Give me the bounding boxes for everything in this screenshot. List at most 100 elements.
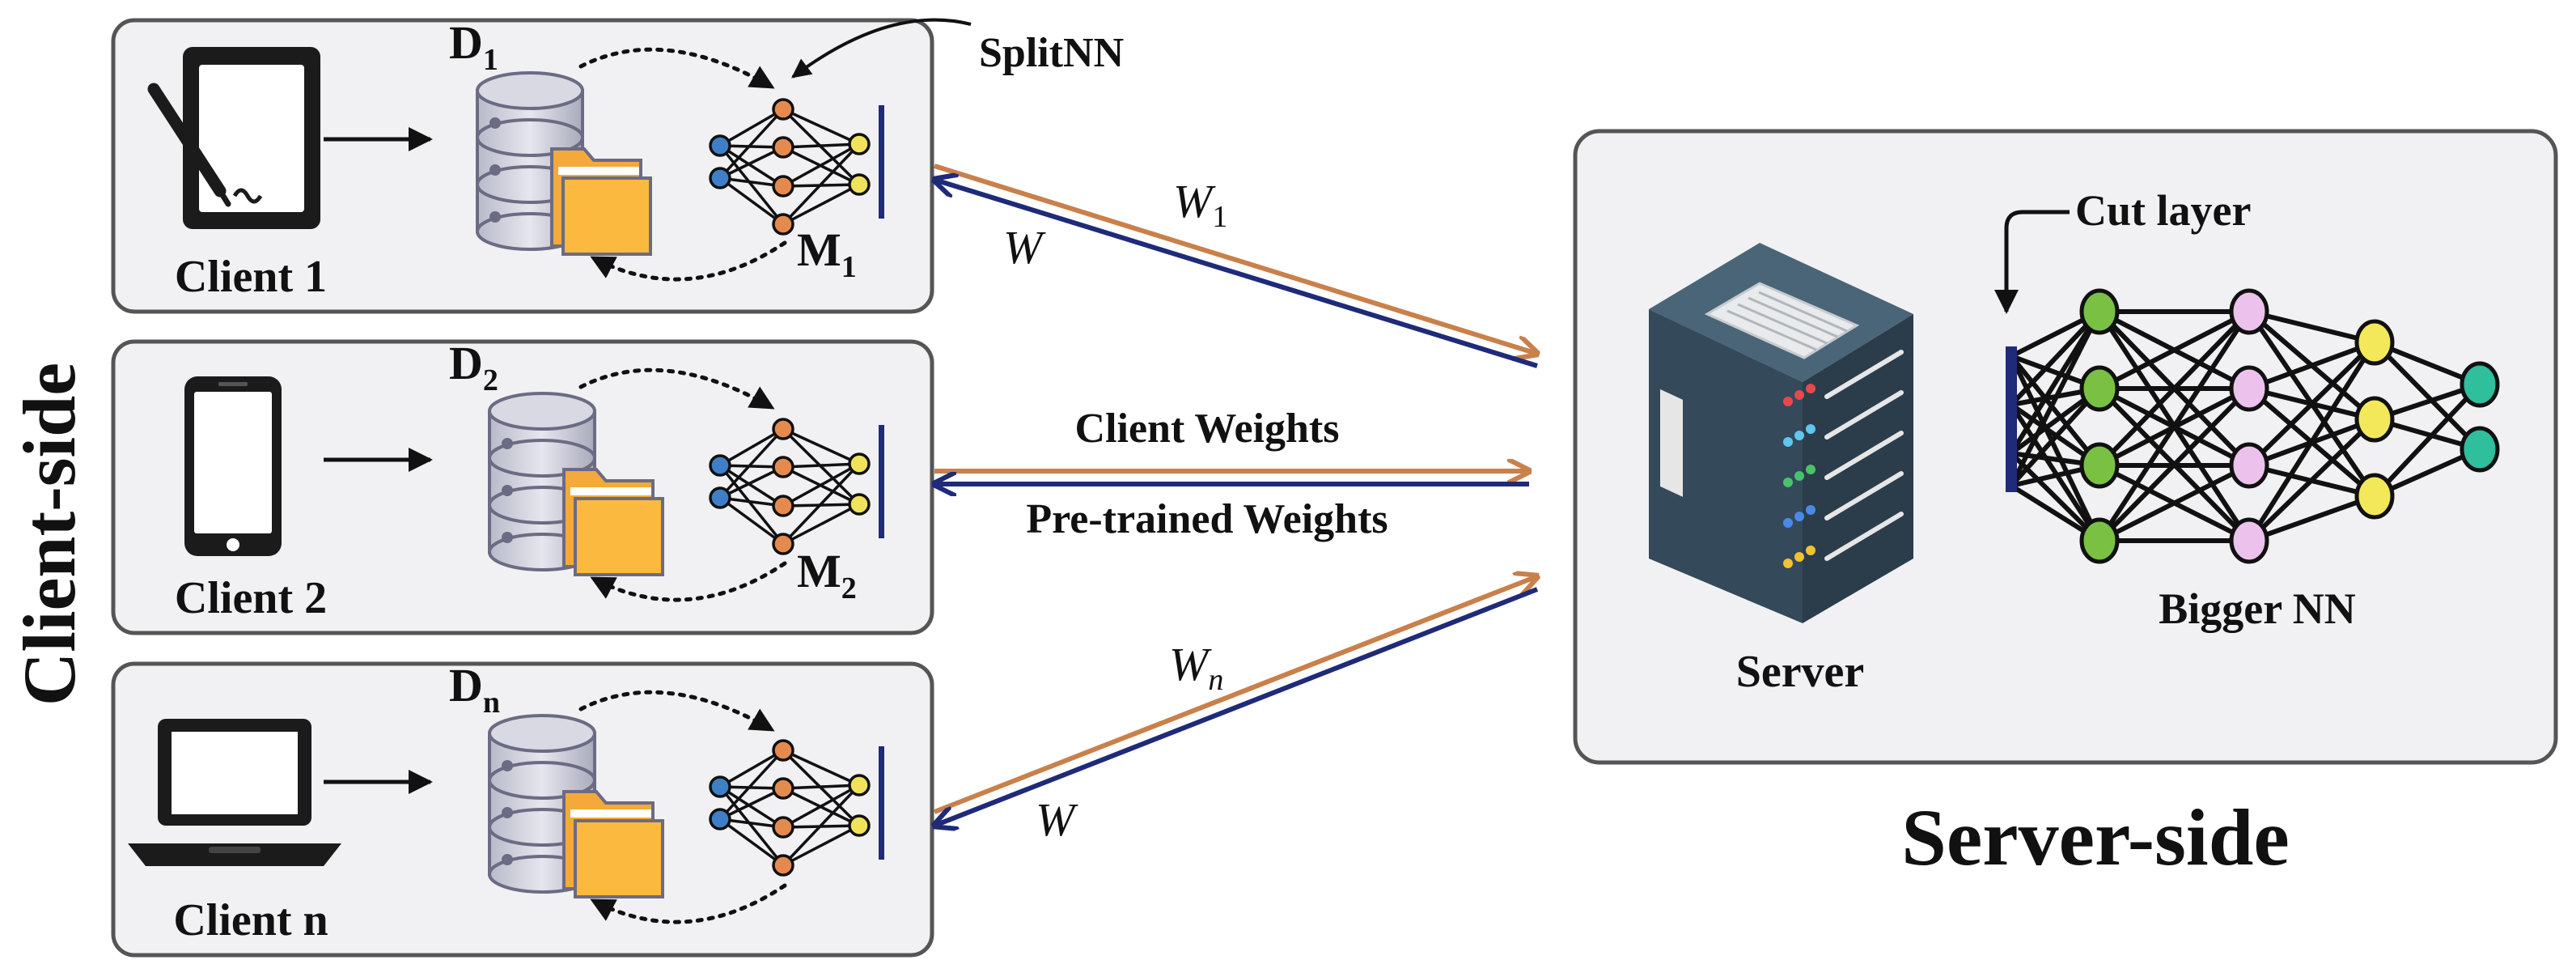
client-1-training-loop-arrow [578, 47, 775, 90]
nn-edge [719, 108, 784, 147]
server-led [1783, 437, 1793, 447]
folder-paper [558, 167, 639, 175]
server-name-label: Server [1736, 647, 1865, 697]
nn-edge [2247, 340, 2377, 468]
database-indicator [502, 532, 513, 543]
nn-edge [2098, 309, 2251, 391]
server-led [1806, 546, 1815, 555]
nn-edge [782, 784, 860, 829]
client-1-download-weight-label: W [1003, 221, 1046, 274]
folder-front [574, 819, 664, 898]
nn-edge [2009, 310, 2102, 487]
nn-node [2459, 426, 2500, 473]
client-n-training-loop-arrow [578, 690, 775, 733]
client-2-dataset-label: D2 [449, 337, 498, 397]
nn-node [709, 775, 731, 798]
server-led [1806, 465, 1815, 474]
nn-edge [2097, 386, 2252, 543]
server-led [1783, 478, 1793, 487]
nn-node [2459, 361, 2500, 408]
nn-cut-layer [879, 105, 884, 219]
database-layer-base [476, 118, 584, 157]
nn-node [772, 213, 794, 236]
nn-edge [782, 824, 860, 867]
client-2-training-loop-arrow [578, 367, 775, 410]
client-1-download-arrow [934, 180, 1538, 368]
nn-node [848, 452, 871, 475]
server-led [1794, 552, 1804, 562]
nn-edge [2247, 417, 2377, 543]
nn-node [2079, 365, 2120, 412]
nn-node [848, 774, 871, 796]
client-n-download-arrow [934, 587, 1539, 826]
nn-edge [782, 784, 860, 790]
database-indicator [489, 211, 501, 223]
nn-node [772, 418, 794, 440]
server-led [1806, 384, 1815, 393]
client-n-database-icon [488, 714, 664, 898]
cut-layer-pointer-arrow [1994, 210, 2070, 314]
nn-edge [2098, 463, 2251, 543]
client-1-dataset-label: D1 [449, 16, 498, 77]
nn-node [772, 777, 794, 800]
splitnn-pointer-arrow [791, 18, 972, 79]
nn-node [2229, 365, 2269, 412]
client-2-model-label: M2 [797, 545, 857, 605]
client-1-database-icon [476, 71, 652, 256]
pretrained-weights-label: Pre-trained Weights [1026, 496, 1388, 542]
nn-edge [782, 427, 860, 465]
client-1-model-network [709, 98, 884, 236]
nn-cut-layer [879, 425, 884, 538]
database-layer-base [488, 761, 596, 800]
nn-node [772, 175, 794, 198]
cut-layer-label: Cut layer [2075, 186, 2251, 235]
folder-paper [570, 487, 651, 495]
nn-edge [2247, 341, 2377, 542]
server-led [1794, 512, 1804, 521]
nn-edge [782, 142, 860, 188]
nn-edge [782, 784, 861, 867]
nn-edge [718, 749, 785, 821]
server-led [1806, 424, 1815, 434]
nn-edge [782, 142, 860, 149]
nn-edge [718, 496, 785, 546]
nn-node [848, 814, 871, 837]
database-indicator [502, 760, 513, 771]
nn-node [772, 816, 794, 839]
nn-edge [2372, 382, 2482, 499]
nn-edge [718, 108, 785, 180]
server-led [1794, 471, 1804, 481]
database-layer-base [488, 439, 596, 478]
server-rack-icon [1649, 243, 1913, 623]
folder-paper [570, 809, 651, 818]
nn-node [772, 495, 794, 517]
nn-node [2354, 319, 2395, 366]
client-2-feedback-loop-arrow [590, 561, 787, 602]
nn-edge [2009, 310, 2102, 455]
nn-edge [782, 503, 860, 546]
nn-node [709, 486, 731, 509]
nn-edge [719, 464, 784, 508]
server-led [1783, 559, 1793, 568]
database-top [476, 71, 584, 110]
nn-node [848, 493, 871, 516]
nn-node [848, 173, 871, 196]
nn-edge [719, 465, 784, 499]
nn-edge [782, 462, 861, 546]
nn-node [2354, 473, 2395, 520]
database-indicator [489, 117, 501, 129]
client-n-upload-weight-label: Wn [1169, 638, 1223, 697]
client-1-upload-weight-label: W1 [1173, 175, 1227, 234]
client-n-model-network [709, 739, 884, 877]
nn-edge [718, 464, 785, 546]
folder-front [574, 497, 664, 576]
nn-edge [719, 749, 784, 788]
server-led [1794, 431, 1804, 440]
nn-edge [2372, 340, 2482, 452]
database-indicator [502, 807, 513, 818]
nn-node [772, 456, 794, 478]
nn-edge [782, 142, 861, 226]
nn-edge [719, 787, 784, 821]
nn-edge [2097, 310, 2252, 542]
